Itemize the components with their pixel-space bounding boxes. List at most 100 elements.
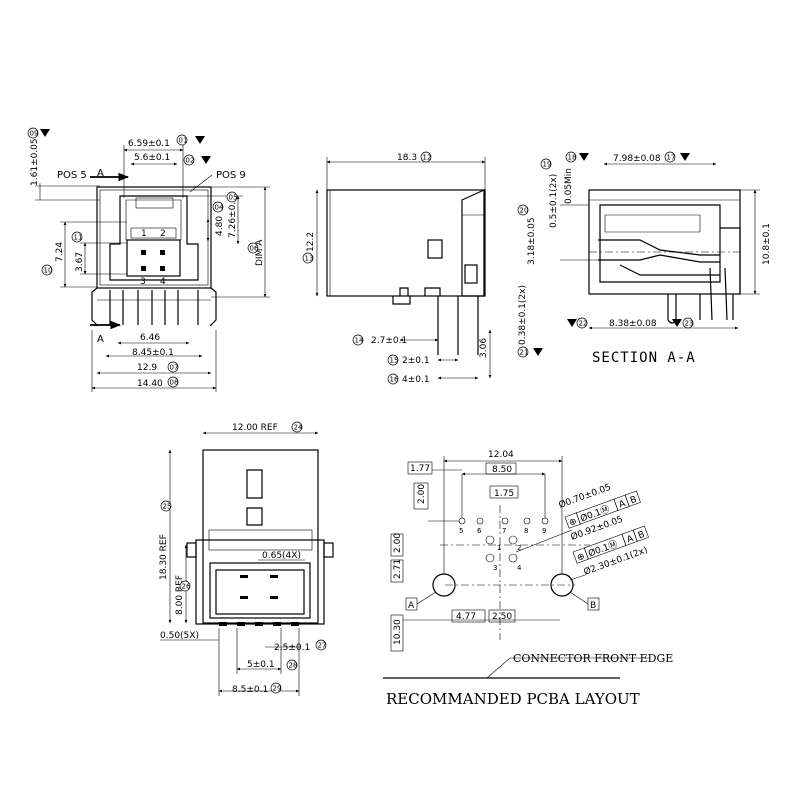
dim-7-24: 7.24 [55,242,65,262]
bubble-01: 01 [179,137,188,145]
dim-8-50: 8.50 [492,465,512,475]
pin4-label: 4 [160,277,166,287]
dim-8-45: 8.45±0.1 [132,348,174,358]
pos9-label: POS 9 [216,170,246,181]
pcb-hole [458,517,466,525]
bubble-04: 04 [215,204,224,212]
dim-2-71: 2.71 [393,559,403,579]
dim-5: 5±0.1 [247,660,275,670]
pcb-hole [476,517,484,525]
bubble-05: 05 [229,194,238,202]
connector-front-edge-label: CONNECTOR FRONT EDGE [513,652,673,665]
pin2-label: 2 [160,229,166,239]
pcb-hole [485,535,495,545]
dim-12-2: 12.2 [306,232,316,252]
fcf2-symbol: ⊕ [576,552,587,564]
bubble-17: 17 [667,154,676,162]
pin-label: 1 [497,544,501,552]
bubble-13: 13 [305,255,314,263]
fcf2-datum-b: B [637,530,646,542]
bubble-25: 25 [163,503,172,511]
dim-0-50-5x: 0.50(5X) [160,631,199,641]
pcb-hole [501,517,509,525]
dim-10-8: 10.8±0.1 [762,223,772,265]
dim-5-6: 5.6±0.1 [134,153,170,163]
dim-18-3: 18.3 [397,153,417,163]
bubble-23: 23 [685,320,694,328]
dim-4: 4±0.1 [402,375,430,385]
pin-label: 8 [524,527,528,535]
bubble-29: 29 [273,685,282,693]
bubble-15: 15 [390,357,399,365]
pcb-layout-title: RECOMMANDED PCBA LAYOUT [386,690,640,708]
bubble-06: 06 [250,245,259,253]
dim-4-80: 4.80 [215,216,225,236]
bubble-16: 16 [390,376,399,384]
pin-label: 9 [542,527,546,535]
dim-1-61: 1.61±0.05 [30,138,40,186]
bubble-26: 26 [182,583,191,591]
section-a-top-label: A [97,168,104,179]
dim-10-30: 10.30 [393,619,403,645]
bubble-10: 10 [44,267,53,275]
bubble-14: 14 [355,337,364,345]
dim-2-50: 2.50 [492,612,512,622]
dim-6-46: 6.46 [140,333,160,343]
fcf1-datum-a: A [618,499,628,511]
dim-3-18: 3.18±0.05 [527,217,537,265]
pin-label: 5 [459,527,463,535]
bubble-02: 02 [186,157,195,165]
bubble-07: 07 [170,364,179,372]
bubble-24: 24 [294,424,303,432]
bubble-09: 09 [30,130,39,138]
pos5-label: POS 5 [57,170,87,181]
dim-1-75: 1.75 [494,489,514,499]
front-view: A A POS 5 POS 9 3 4 1 2 6.59±0.1 01 5.6±… [27,127,270,392]
fcf2-datum-a: A [626,534,636,546]
dim-8-38: 8.38±0.08 [609,319,657,329]
pin-label: 3 [493,564,497,572]
fcf1-symbol: ⊕ [568,517,579,529]
dim-2: 2±0.1 [402,356,430,366]
dim-2-5: 2.5±0.1 [274,643,310,653]
dim-3-67: 3.67 [75,252,85,272]
dim-7-98: 7.98±0.08 [613,154,661,164]
pin-label: 7 [502,527,506,535]
dim-8-00-ref: 8.00 REF [175,575,185,615]
side-view: 18.3 12 12.2 13 2.7±0.1 14 2±0.1 15 4±0.… [302,151,492,385]
dim-1-77: 1.77 [410,464,430,474]
bottom-view: 12.00 REF 24 18.30 REF 25 8.00 REF 26 0.… [159,421,334,696]
bubble-08: 08 [170,379,179,387]
pcb-hole [523,517,531,525]
bubble-20: 20 [520,207,529,215]
dim-2-7: 2.7±0.1 [371,336,407,346]
dim-12-9: 12.9 [137,363,157,373]
dim-0-05min: 0.05Min [564,168,574,204]
section-title: SECTION A-A [592,350,696,366]
pin-label: 2 [517,544,521,552]
pcb-hole [508,535,518,545]
bubble-18: 18 [568,154,577,162]
fcf1-datum-b: B [629,495,638,507]
dim-3-06: 3.06 [479,338,489,358]
datum-b: B [590,601,596,611]
bubble-21: 21 [520,349,529,357]
dim-0-5: 0.5±0.1(2x) [549,174,559,228]
section-a-bottom-label: A [97,334,104,345]
dim-18-30-ref: 18.30 REF [159,534,169,580]
dim-14-40: 14.40 [137,379,163,389]
bubble-22: 22 [579,320,588,328]
bubble-19: 19 [543,161,552,169]
datum-a: A [408,601,415,611]
pcb-hole [508,553,518,563]
pin1-label: 1 [141,229,147,239]
dim-7-26: 7.26±0.1 [228,196,238,238]
pcb-hole [541,517,549,525]
bubble-12: 12 [423,154,432,162]
dim-12-04: 12.04 [488,450,514,460]
dim-12-00-ref: 12.00 REF [232,423,278,433]
bubble-27: 27 [318,642,327,650]
dim-2-00b: 2.00 [393,533,403,553]
bubble-11: 11 [74,234,83,242]
